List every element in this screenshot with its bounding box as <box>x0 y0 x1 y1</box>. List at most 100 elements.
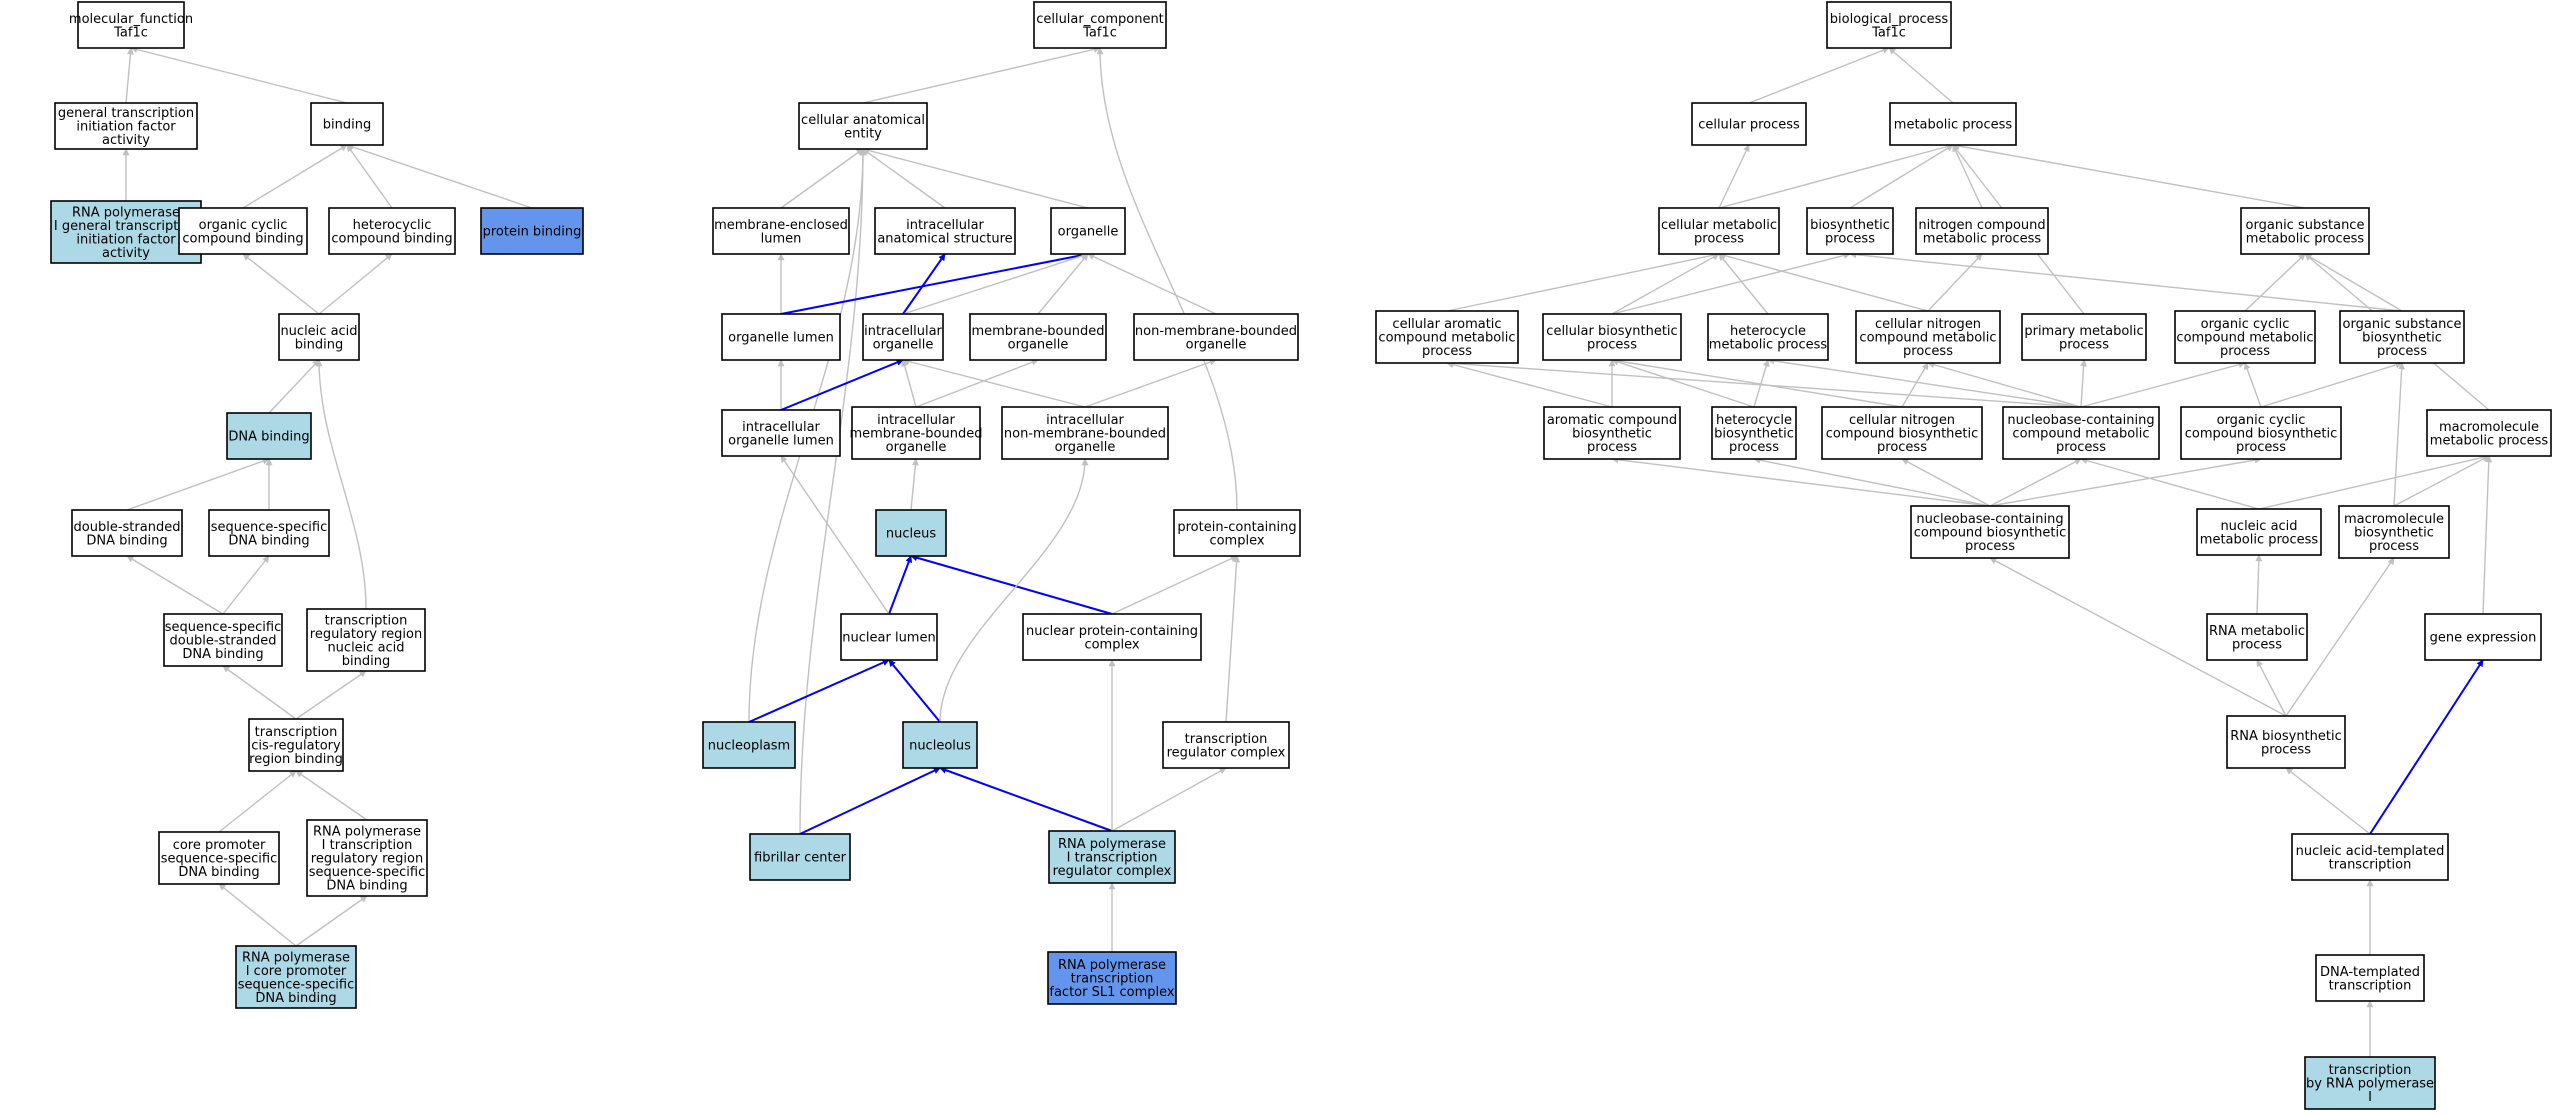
edge-nbccmp-to-pmp <box>2080 359 2088 408</box>
node-mbo-label-line: organelle <box>1008 337 1069 352</box>
node-nuclumen[interactable]: nuclear lumen <box>840 613 938 661</box>
node-ncmp-label-line: metabolic process <box>1923 231 2042 246</box>
node-pmp-box <box>2021 313 2147 361</box>
edge-rnabp-to-mbp <box>2285 557 2395 717</box>
node-nucleolus[interactable]: nucleolus <box>902 721 978 769</box>
node-geneexp[interactable]: gene expression <box>2424 613 2542 661</box>
node-binding[interactable]: binding <box>310 102 384 146</box>
node-cncmp-label-line: cellular nitrogen <box>1875 317 1981 332</box>
node-orglumen[interactable]: organelle lumen <box>721 313 841 361</box>
node-organelle[interactable]: organelle <box>1050 207 1126 255</box>
node-cacmp-label-line: process <box>1422 344 1472 359</box>
node-fibc[interactable]: fibrillar center <box>749 833 851 881</box>
edge-tcrrb-to-ssdsdnab <box>222 665 297 720</box>
node-trrnab-label-line: transcription <box>325 613 408 628</box>
edge-gtifa-to-mf <box>125 47 134 104</box>
node-protb[interactable]: protein binding <box>480 207 584 255</box>
node-cncmp-box <box>1855 310 2001 364</box>
node-cellproc[interactable]: cellular process <box>1691 102 1807 146</box>
node-osbp-box <box>2339 310 2465 364</box>
node-metproc-label: metabolic process <box>1894 118 2013 133</box>
edge-geneexp-to-mmp <box>2482 455 2493 615</box>
node-dnab[interactable]: DNA binding <box>226 412 312 460</box>
node-occbp-box <box>2180 406 2342 460</box>
node-nbccbp-label-line: nucleobase-containing <box>1916 512 2063 527</box>
node-cellmet-box <box>1658 207 1780 255</box>
node-metproc[interactable]: metabolic process <box>1889 102 2017 146</box>
node-cncbp-label-line: compound biosynthetic <box>1826 427 1979 442</box>
node-nucleus-label: nucleus <box>886 527 936 542</box>
node-trnap1-label-line: by RNA polymerase <box>2306 1077 2434 1092</box>
node-nucleus[interactable]: nucleus <box>875 509 947 557</box>
node-pcc-box <box>1173 509 1301 557</box>
node-nucleoplasm[interactable]: nucleoplasm <box>702 721 796 769</box>
node-orglumen-label-line: organelle lumen <box>728 331 834 346</box>
node-pcc-label-line: complex <box>1209 533 1264 548</box>
node-orglumen-box <box>721 313 841 361</box>
edge-iol-to-intorg <box>780 359 904 411</box>
edge-npcc-to-nucleus <box>910 554 1113 615</box>
edge-cellmet-to-cellproc <box>1718 144 1750 209</box>
